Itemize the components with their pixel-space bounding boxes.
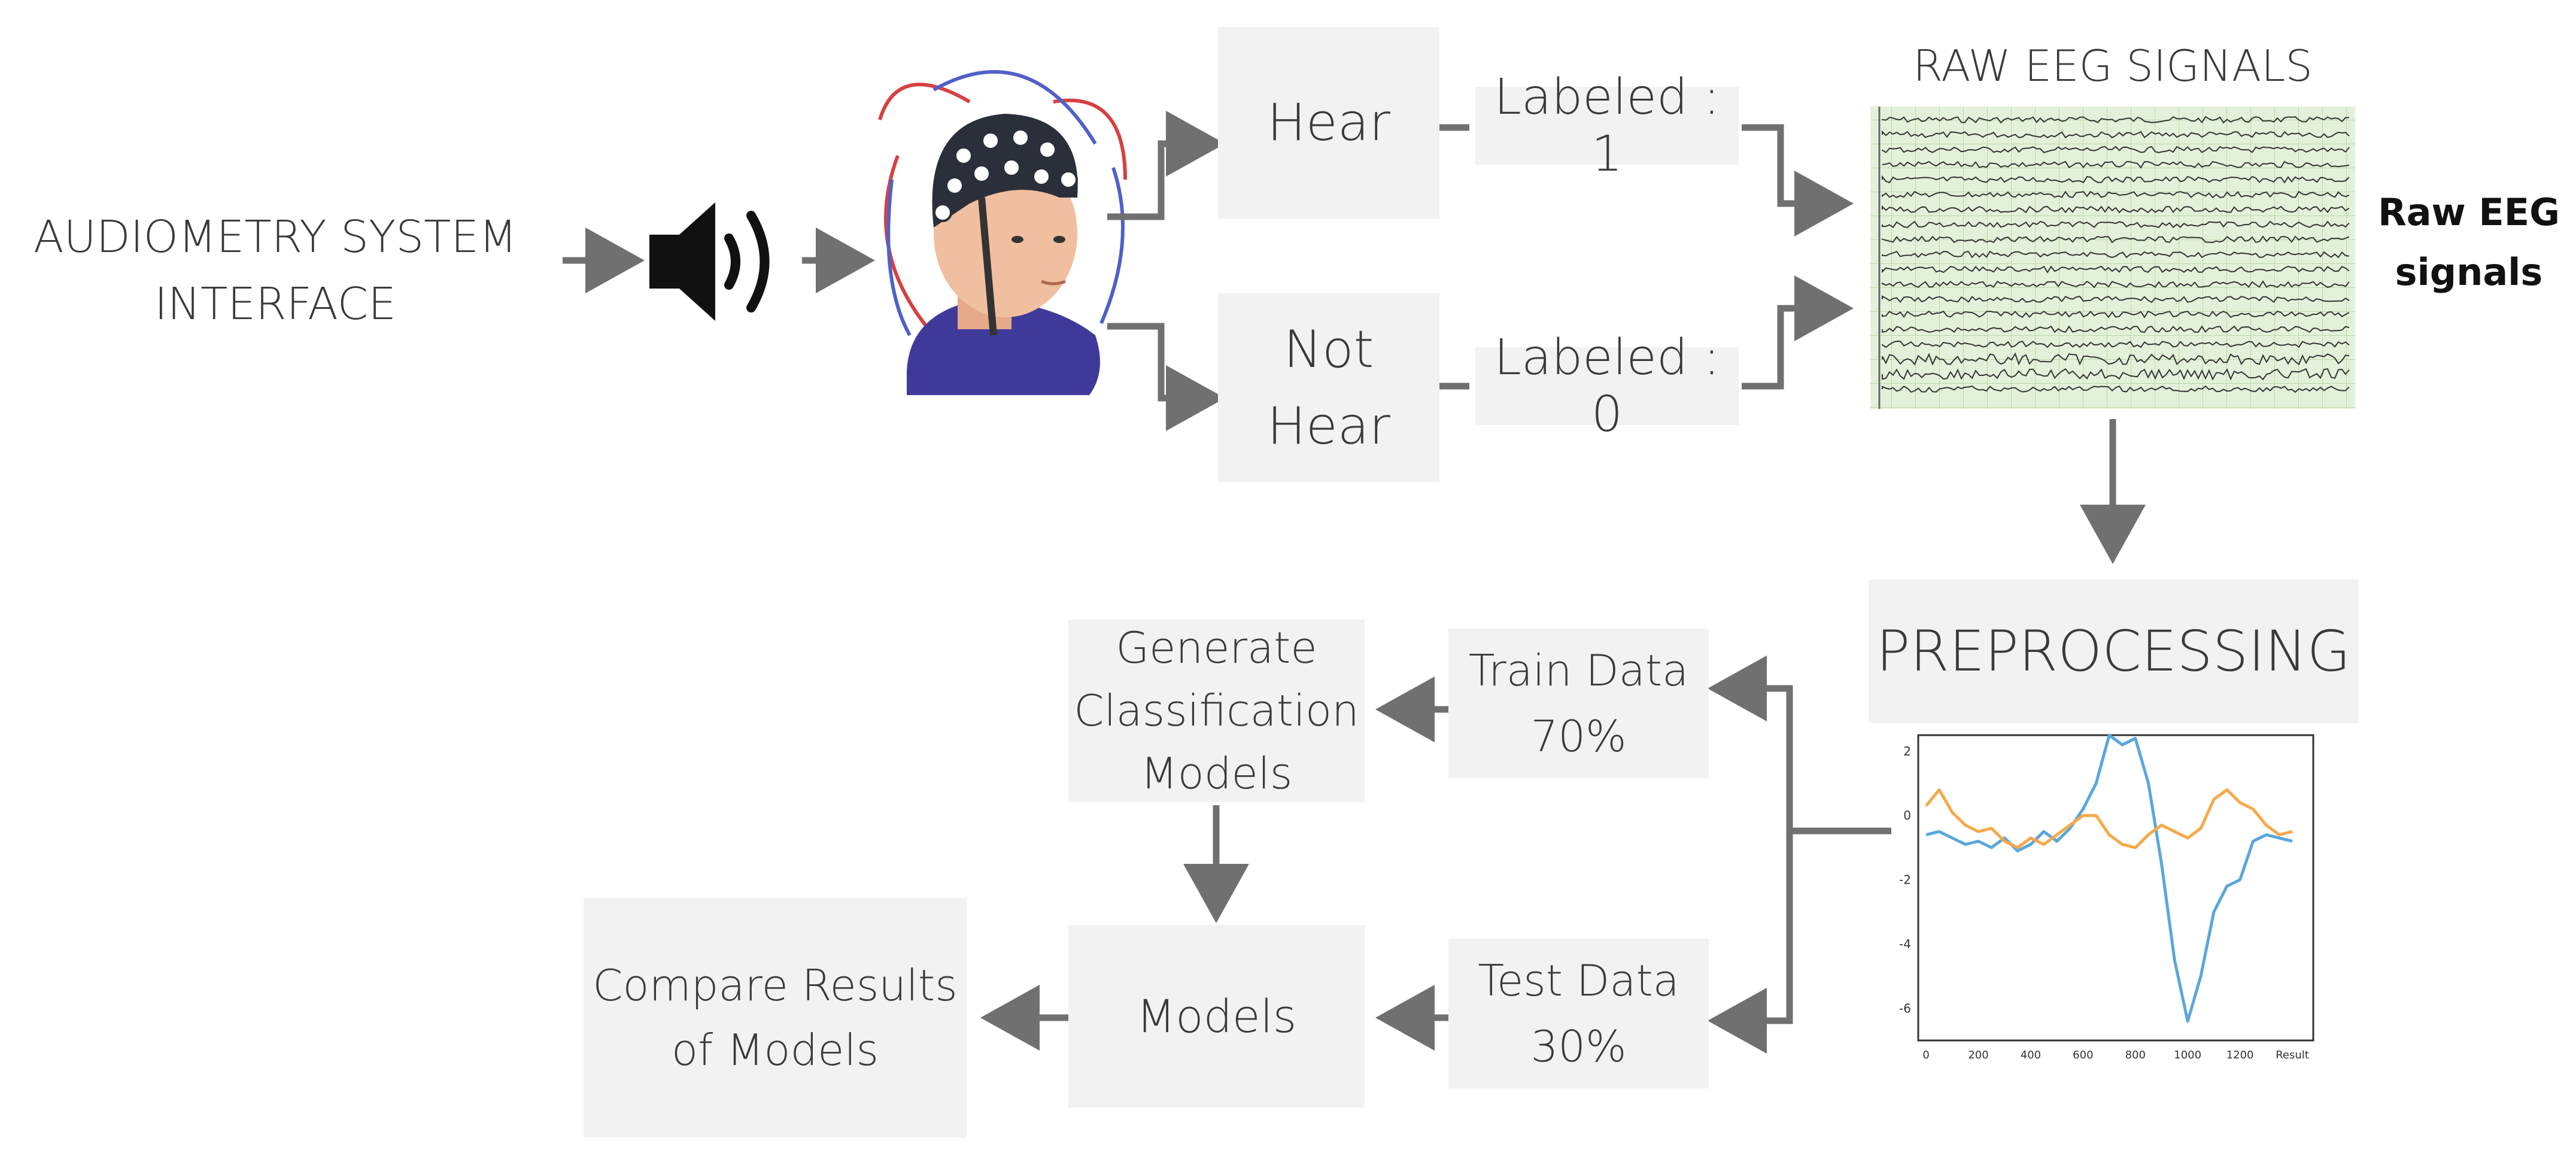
raw-eeg-plot: [1870, 107, 2355, 409]
eeg-trace: [1882, 310, 2350, 318]
eeg-trace: [1882, 220, 2350, 229]
labeled-0-text: Labeled : 0: [1494, 329, 1720, 443]
x-tick-label: 1000: [2174, 1049, 2201, 1061]
arrow-label1-to-raw: [1742, 124, 1854, 236]
y-tick-label: 0: [1903, 808, 1911, 823]
train-data-label: Train Data: [1468, 645, 1689, 696]
eeg-subject-illustration: [878, 70, 1127, 395]
preprocessing-label: PREPROCESSING: [1876, 618, 2351, 684]
models-box: Models: [1068, 925, 1365, 1108]
compare-line-2: of Models: [672, 1025, 879, 1075]
raw-eeg-caption-line-2: signals: [2395, 250, 2543, 294]
hear-box: Hear: [1218, 27, 1439, 219]
generate-line-1: Generate: [1116, 623, 1317, 673]
chart-y-axis: 2 0 -2 -4 -6: [1899, 744, 1911, 1015]
eeg-trace: [1882, 368, 2350, 381]
y-tick-label: -6: [1899, 1001, 1911, 1015]
test-data-box: Test Data 30%: [1448, 939, 1709, 1088]
eeg-trace: [1882, 116, 2350, 124]
not-hear-box: Not Hear: [1218, 293, 1439, 482]
generate-line-3: Models: [1140, 748, 1293, 799]
eeg-traces: [1882, 116, 2350, 393]
y-tick-label: -4: [1899, 937, 1911, 951]
arrow-split-to-train: [1708, 656, 1793, 831]
eeg-trace: [1882, 295, 2350, 304]
labeled-0-tag: Labeled : 0: [1475, 329, 1739, 443]
chart-x-axis: 0 200 400 600 800 1000 1200 Result: [1922, 1049, 2308, 1061]
models-label: Models: [1136, 990, 1297, 1043]
not-hear-label-line-2: Hear: [1267, 396, 1390, 456]
eeg-trace: [1882, 352, 2350, 366]
labeled-1-tag: Labeled : 1: [1475, 69, 1739, 183]
eeg-trace: [1882, 265, 2350, 274]
x-tick-label: 0: [1922, 1049, 1929, 1061]
signal-line-chart: 2 0 -2 -4 -6 0 200 400 600 800 1000 1200 Result: [1899, 733, 2314, 1061]
eeg-trace: [1882, 235, 2350, 244]
source-title-line-2: INTERFACE: [154, 278, 397, 330]
eeg-trace: [1882, 385, 2350, 393]
x-tick-label: 400: [2021, 1049, 2041, 1061]
x-tick-label: 600: [2073, 1049, 2093, 1061]
x-tick-label: Result: [2276, 1049, 2309, 1061]
raw-eeg-title: RAW EEG SIGNALS: [1913, 41, 2313, 91]
speaker-icon: [649, 202, 770, 321]
x-tick-label: 800: [2125, 1049, 2146, 1061]
eeg-trace: [1882, 250, 2350, 259]
eeg-trace: [1882, 175, 2350, 184]
raw-eeg-caption: Raw EEG signals: [2370, 183, 2568, 302]
eeg-trace: [1882, 280, 2350, 289]
raw-eeg-caption-line-1: Raw EEG: [2377, 190, 2560, 234]
train-data-percent: 70%: [1530, 711, 1627, 761]
source-title-line-1: AUDIOMETRY SYSTEM: [33, 211, 517, 263]
arrow-split-to-test: [1708, 831, 1793, 1054]
eeg-trace: [1882, 130, 2350, 139]
not-hear-label-line-1: Not: [1283, 319, 1374, 380]
eeg-trace: [1882, 145, 2350, 153]
arrow-subject-to-not-hear: [1107, 323, 1225, 431]
arrow-label0-to-raw: [1742, 275, 1854, 390]
chart-series-group: [1925, 733, 2293, 1023]
labeled-1-text: Labeled : 1: [1494, 69, 1720, 183]
eeg-trace: [1882, 160, 2350, 169]
generate-models-box: Generate Classification Models: [1068, 620, 1365, 802]
test-data-percent: 30%: [1530, 1021, 1627, 1072]
eeg-trace: [1882, 190, 2350, 199]
preprocessing-box: PREPROCESSING: [1869, 580, 2358, 723]
eeg-trace: [1882, 205, 2350, 214]
audiometry-system-title: AUDIOMETRY SYSTEM INTERFACE: [12, 204, 539, 338]
arrow-subject-to-hear: [1107, 111, 1225, 220]
generate-line-2: Classification: [1074, 685, 1359, 736]
compare-line-1: Compare Results: [593, 960, 958, 1011]
x-tick-label: 1200: [2226, 1049, 2254, 1061]
chart-series-line: [1925, 788, 2293, 849]
y-tick-label: -2: [1899, 873, 1911, 887]
eeg-trace: [1882, 340, 2350, 348]
hear-label: Hear: [1267, 93, 1390, 153]
train-data-box: Train Data 70%: [1448, 629, 1709, 778]
x-tick-label: 200: [1968, 1049, 1988, 1061]
chart-series-line: [1925, 733, 2293, 1023]
eeg-trace: [1882, 325, 2350, 333]
y-tick-label: 2: [1903, 744, 1911, 758]
test-data-label: Test Data: [1478, 955, 1679, 1006]
compare-results-box: Compare Results of Models: [584, 898, 967, 1137]
